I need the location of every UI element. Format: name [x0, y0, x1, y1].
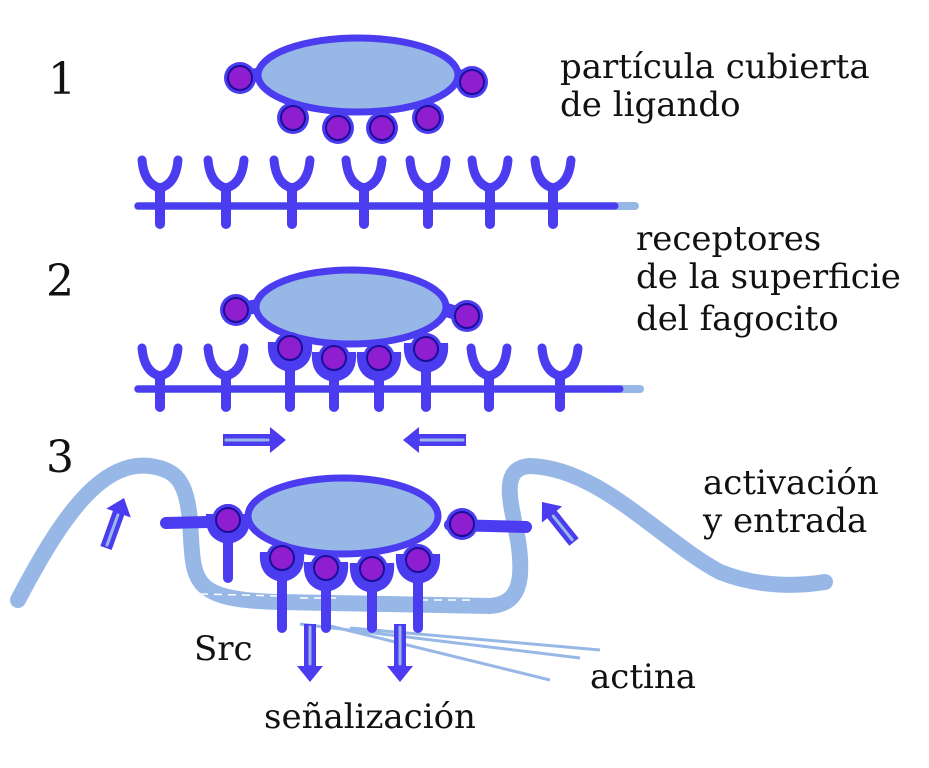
stage-3-activation-entry	[10, 457, 833, 682]
ligand	[449, 511, 475, 537]
step-2-label-line-2: de la superficie	[636, 257, 901, 297]
actin-label: actina	[590, 657, 696, 697]
receptor-arms	[530, 155, 576, 193]
ligand	[215, 507, 241, 533]
membrane-highlight	[199, 593, 470, 601]
particle	[252, 266, 450, 348]
receptor-arms	[137, 343, 183, 381]
step-2-label: receptores de la superficie del fagocito	[636, 219, 901, 339]
step-3-label-line-1: activación	[703, 463, 879, 503]
receptor-arms	[203, 155, 249, 193]
receptor-arms	[466, 343, 512, 381]
receptor-arms	[467, 155, 513, 193]
particle	[254, 34, 462, 116]
ligand	[227, 65, 253, 91]
step-2-number: 2	[46, 256, 74, 307]
step-1-label-line-2: de ligando	[560, 85, 741, 125]
ligand	[369, 115, 395, 141]
step-1-label: partícula cubierta de ligando	[560, 47, 870, 125]
signaling-label: señalización	[264, 697, 476, 737]
step-3-label-line-2: y entrada	[702, 501, 867, 541]
ligand	[269, 545, 295, 571]
actin-filaments	[299, 622, 601, 682]
receptor-arms	[203, 343, 249, 381]
ligand	[280, 105, 306, 131]
receptor-arms	[341, 155, 387, 193]
stage-1-particle-approach	[134, 34, 639, 229]
ligand	[454, 303, 480, 329]
ligand	[405, 547, 431, 573]
receptor-arms	[269, 155, 315, 193]
step-3-number: 3	[46, 432, 74, 483]
step-2-label-line-1: receptores	[636, 219, 821, 259]
step-1-number: 1	[48, 54, 76, 105]
receptor-arms	[137, 155, 183, 193]
ligand	[277, 335, 303, 361]
arrow-highlight	[551, 514, 574, 542]
ligand	[321, 345, 347, 371]
src-label: Src	[194, 629, 253, 669]
phagocyte-membrane	[10, 457, 833, 614]
ligand	[313, 555, 339, 581]
step-3-label: activación y entrada	[702, 463, 879, 541]
receptor-arms	[537, 343, 583, 381]
step-2-label-line-3: del fagocito	[636, 299, 839, 339]
particle	[244, 474, 442, 558]
ligand	[359, 556, 385, 582]
stage-2-receptor-binding	[134, 266, 644, 453]
ligand	[459, 69, 485, 95]
arrow-highlight	[105, 513, 120, 547]
ligand	[223, 297, 249, 323]
ligand	[366, 345, 392, 371]
receptor-arms	[405, 155, 451, 193]
step-1-label-line-1: partícula cubierta	[560, 47, 870, 87]
ligand	[415, 105, 441, 131]
ligand	[413, 336, 439, 362]
ligand	[325, 115, 351, 141]
